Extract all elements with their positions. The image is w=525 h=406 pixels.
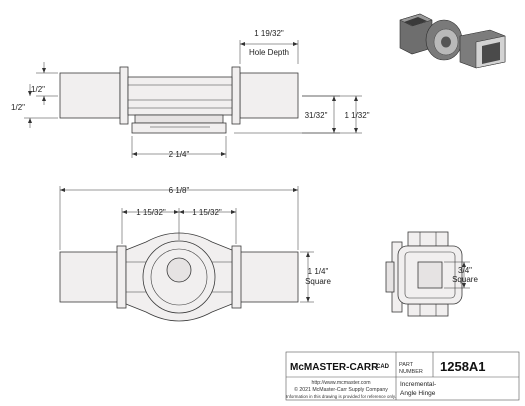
dim-1-1-4-label: Square	[305, 277, 331, 286]
dim-left-half-upper: 1/2"	[31, 85, 45, 94]
dim-hole-depth-value: 1 19/32"	[254, 29, 284, 38]
brand-cad-badge: CAD	[376, 364, 390, 370]
side-view	[385, 231, 463, 317]
dim-left-1-15-32: 1 15/32"	[136, 208, 166, 217]
dim-2-1-4: 2 1/4"	[169, 150, 190, 159]
dimension-lines	[24, 40, 470, 303]
description-line1: Incremental-	[400, 381, 436, 388]
isometric-preview	[399, 13, 506, 69]
part-number-label-line1: PART	[399, 362, 414, 368]
dim-hole-depth-label: Hole Depth	[249, 48, 289, 57]
disclaimer-text: Information in this drawing is provided …	[286, 394, 396, 399]
front-view	[59, 66, 299, 134]
dim-6-1-8: 6 1/8"	[169, 186, 190, 195]
part-number-label-line2: NUMBER	[399, 369, 423, 375]
copyright-text: © 2021 McMaster-Carr Supply Company	[294, 386, 388, 393]
top-view	[59, 232, 299, 322]
part-number: 1258A1	[440, 359, 486, 374]
dim-31-32: 31/32"	[305, 111, 328, 120]
dim-3-4-label: Square	[452, 275, 478, 284]
brand-logo: McMASTER-CARR	[290, 362, 379, 373]
title-block	[285, 351, 520, 401]
dim-3-4-value: 3/4"	[458, 266, 472, 275]
website-url: http://www.mcmaster.com	[311, 380, 370, 386]
dim-1-1-4-value: 1 1/4"	[308, 267, 329, 276]
description-line2: Angle Hinge	[400, 390, 436, 397]
dim-right-1-15-32: 1 15/32"	[192, 208, 222, 217]
dim-1-1-32: 1 1/32"	[344, 111, 369, 120]
dim-left-half-lower: 1/2"	[11, 103, 25, 112]
